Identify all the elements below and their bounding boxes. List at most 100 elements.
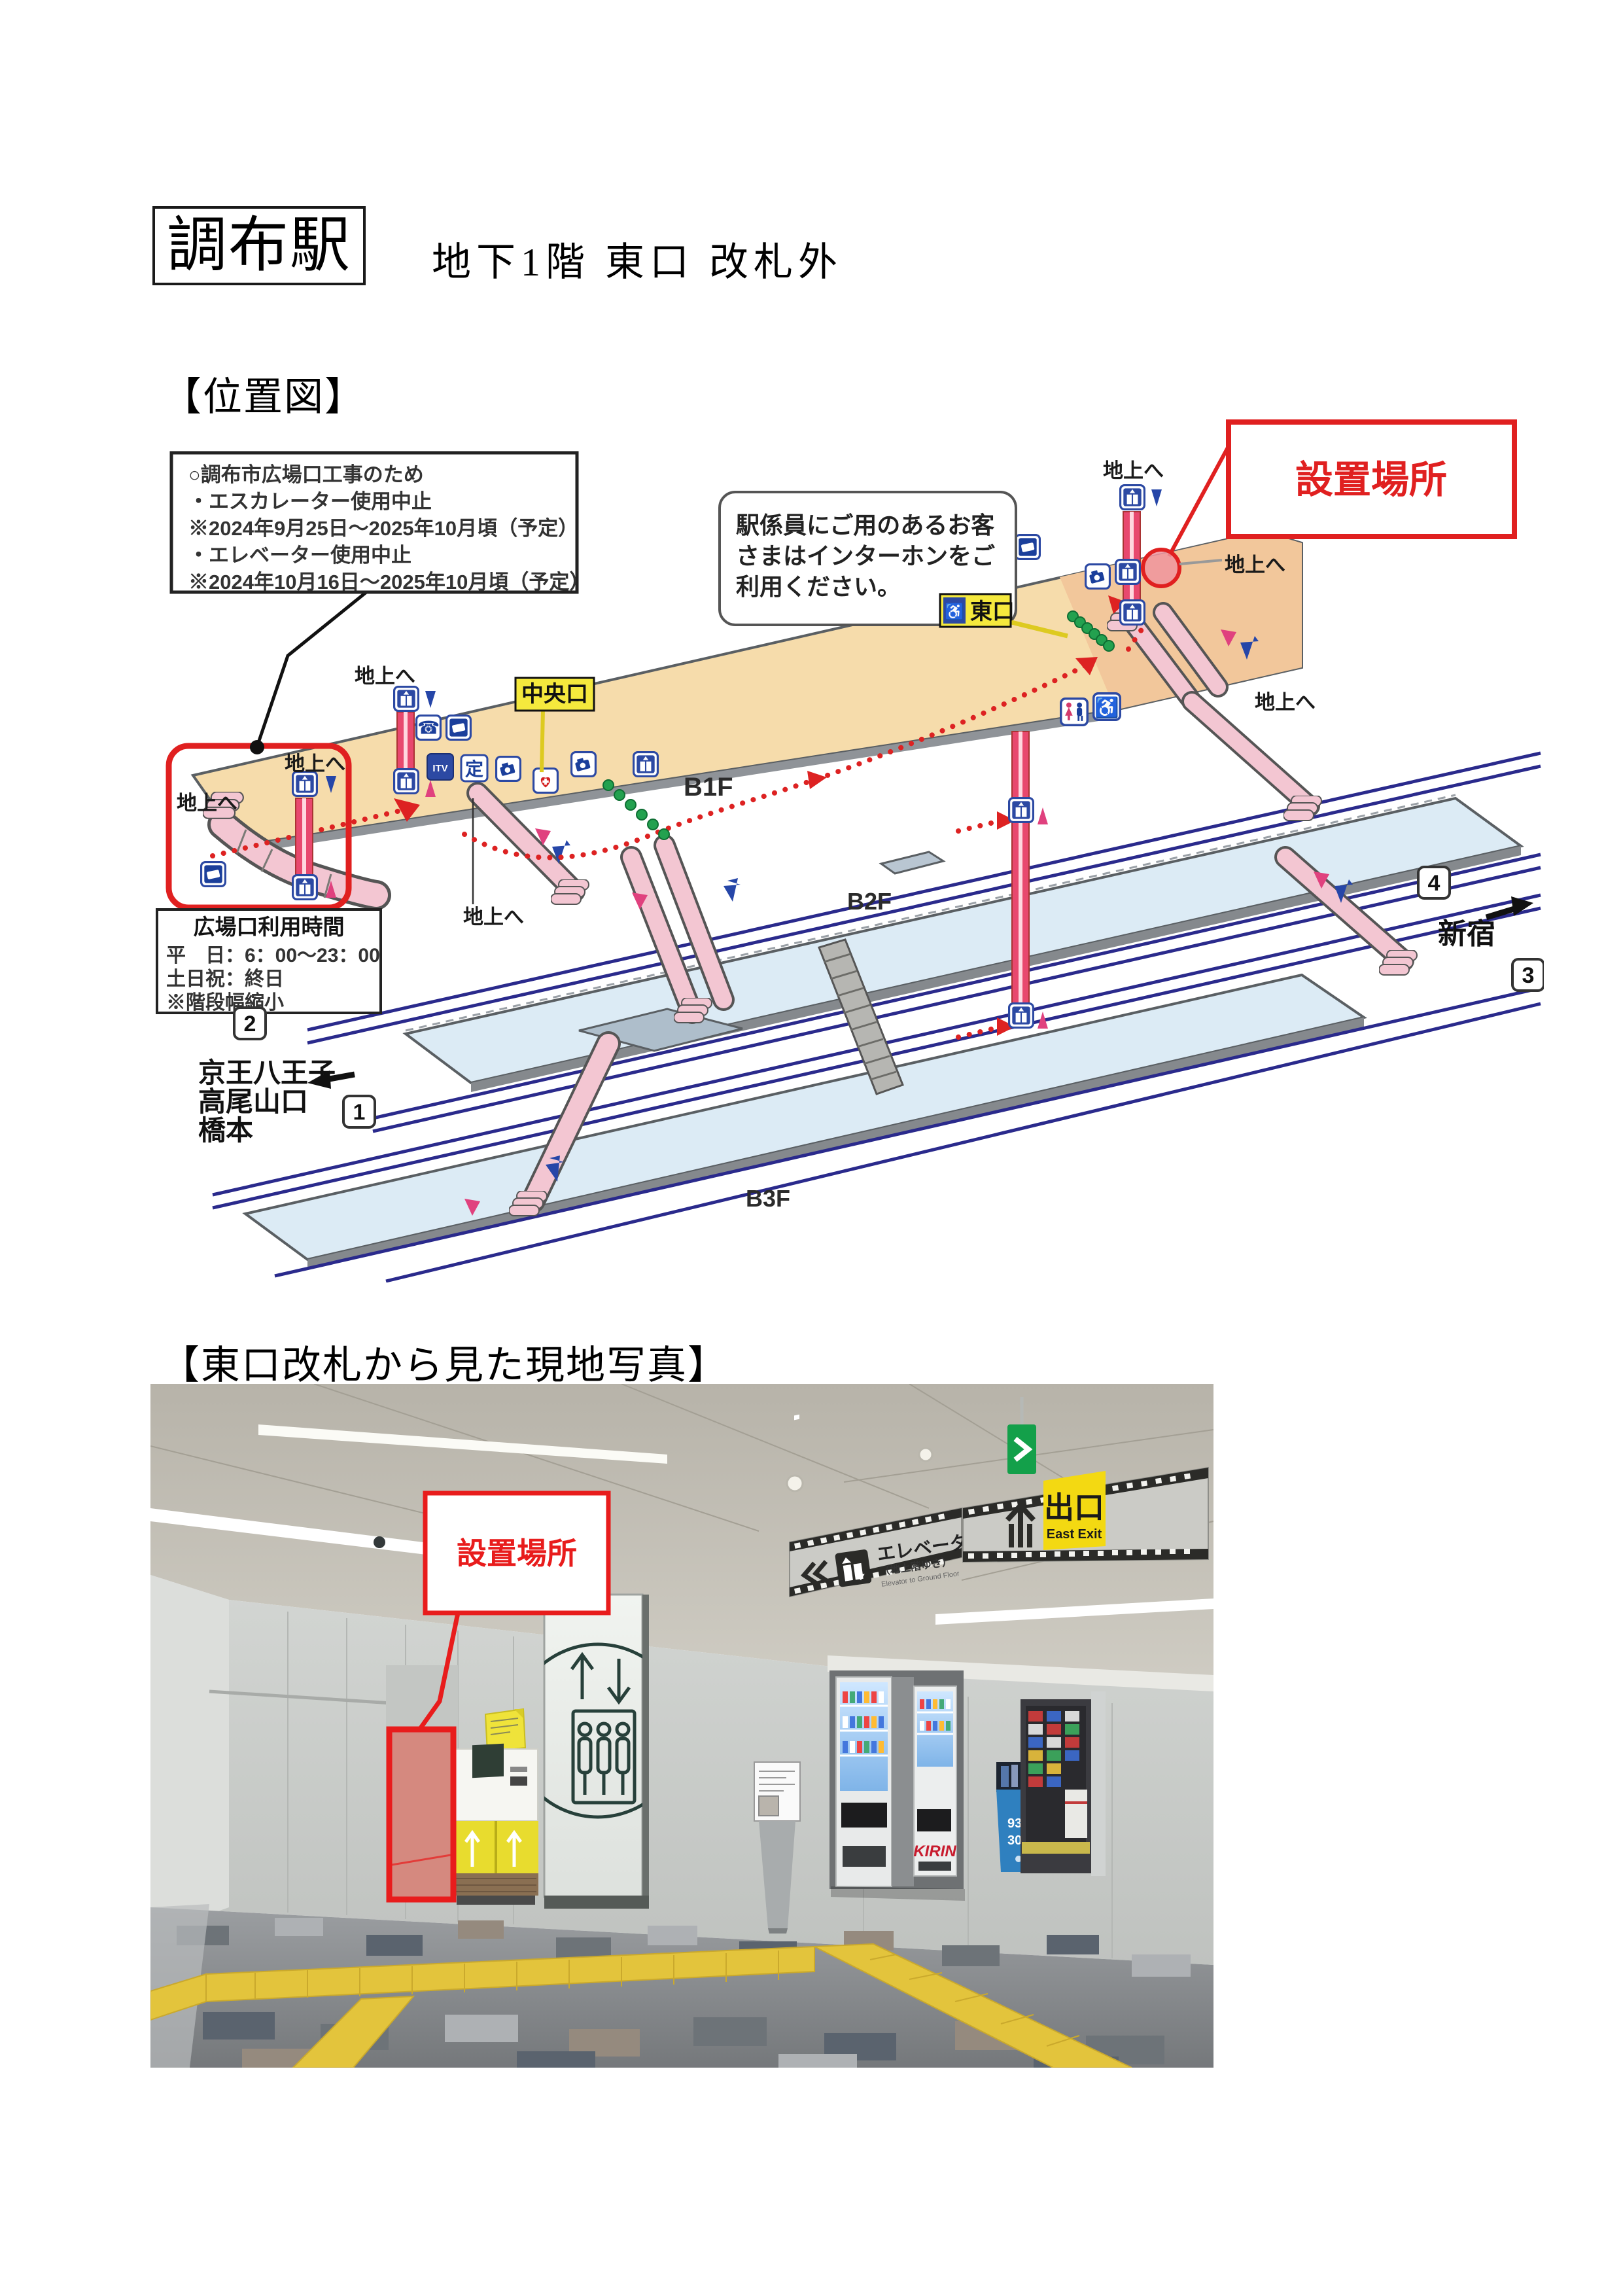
destination-right: 新宿 bbox=[1438, 896, 1533, 950]
arrow-down-icon bbox=[546, 1156, 564, 1182]
elevator-shaft-center bbox=[1008, 731, 1048, 1029]
east-gate-tag: ♿ 東口 bbox=[939, 593, 1068, 639]
vending-machines: KIRIN bbox=[829, 1670, 964, 1889]
film-strip-dots bbox=[794, 1513, 945, 1594]
svg-text:定: 定 bbox=[465, 758, 483, 779]
facility-icons: ITV 定 bbox=[200, 534, 1141, 887]
arrow-up-icon bbox=[1038, 1012, 1048, 1029]
platform-badges: 2 1 4 3 bbox=[233, 866, 1544, 1129]
stairs-b2f-to-b3f bbox=[818, 938, 904, 1095]
section-photo-title: 【東口改札から見た現地写真】 bbox=[160, 1344, 728, 1387]
elevator-icon bbox=[393, 686, 419, 712]
to-ground-label: 地上へ bbox=[1225, 554, 1285, 576]
svg-text:ITV: ITV bbox=[432, 763, 447, 774]
elevator-icon bbox=[633, 751, 659, 777]
floor bbox=[150, 1886, 1213, 2068]
svg-text:East Exit: East Exit bbox=[1047, 1527, 1102, 1542]
svg-text:設置場所: 設置場所 bbox=[457, 1536, 577, 1570]
svg-text:平 日：6：00～23：00: 平 日：6：00～23：00 bbox=[166, 945, 380, 966]
commuter-pass-icon: 定 bbox=[460, 754, 489, 783]
arrow-down-icon bbox=[326, 776, 336, 793]
to-ground-label: 地上へ bbox=[177, 792, 237, 815]
arrow-up-icon bbox=[464, 1199, 480, 1216]
elevator-icon bbox=[1119, 484, 1145, 510]
elevator-glass bbox=[543, 1593, 649, 1909]
install-spot-marker bbox=[1141, 548, 1181, 588]
svg-text:※2024年9月25日～2025年10月頃（予定）: ※2024年9月25日～2025年10月頃（予定） bbox=[188, 517, 578, 540]
arrow-down-icon bbox=[1240, 636, 1259, 660]
charge-machine-icon bbox=[1015, 534, 1041, 560]
kiosk-screen bbox=[472, 1743, 504, 1778]
svg-text:利用ください。: 利用ください。 bbox=[736, 573, 901, 600]
downlight bbox=[918, 1447, 934, 1462]
toilet-icon bbox=[1060, 698, 1089, 726]
arrow-up-icon bbox=[1221, 629, 1236, 646]
svg-text:※2024年10月16日～2025年10月頃（予定）: ※2024年10月16日～2025年10月頃（予定） bbox=[188, 571, 589, 593]
svg-text:1: 1 bbox=[353, 1100, 366, 1125]
arrow-up-icon bbox=[425, 780, 436, 797]
svg-text:設置場所: 設置場所 bbox=[1295, 459, 1447, 501]
arrow-down-icon bbox=[724, 878, 741, 902]
elevator-icon bbox=[1008, 797, 1034, 823]
svg-text:橋本: 橋本 bbox=[198, 1115, 253, 1146]
east-ticket-gates bbox=[1067, 610, 1115, 652]
platform-badge-2: 2 bbox=[233, 1006, 267, 1040]
platform-badge-1: 1 bbox=[342, 1095, 376, 1129]
install-label-box bbox=[1226, 419, 1517, 539]
elevator-pictogram bbox=[544, 1642, 642, 1819]
svg-text:土日祝：終日: 土日祝：終日 bbox=[166, 968, 284, 990]
parcel-kiosk bbox=[453, 1708, 538, 1905]
phone-icon bbox=[415, 715, 442, 741]
svg-text:出口: 出口 bbox=[1044, 1491, 1104, 1525]
emergency-exit-sign-hanging bbox=[1007, 1397, 1036, 1474]
arrow-up-icon bbox=[326, 881, 336, 898]
elevator-icon bbox=[292, 874, 318, 900]
arrow-up-icon bbox=[535, 828, 551, 845]
to-ground-label: 地上へ bbox=[355, 665, 415, 688]
charge-machine-icon bbox=[445, 715, 472, 741]
arrow-left-icon bbox=[800, 1560, 830, 1586]
install-label-box bbox=[423, 1491, 611, 1616]
section-map-title: 【位置図】 bbox=[162, 376, 365, 419]
svg-text:○調布市広場口工事のため: ○調布市広場口工事のため bbox=[188, 463, 424, 486]
vending-machine-left bbox=[835, 1676, 892, 1887]
wheelchair-icon bbox=[943, 597, 966, 624]
camera-icon bbox=[570, 751, 597, 777]
to-ground-label: 地上へ bbox=[463, 906, 524, 928]
arrow-left-icon bbox=[307, 1070, 331, 1089]
plaza-hours-box: 広場口利用時間 平 日：6：00～23：00 土日祝：終日 ※階段幅縮小 bbox=[156, 908, 382, 1014]
vending-machine-kirin: KIRIN bbox=[913, 1686, 957, 1877]
destination-left: 京王八王子 高尾山口 橋本 bbox=[198, 1057, 355, 1146]
elevator-shaft-left bbox=[393, 686, 436, 797]
b2f-hole-2 bbox=[879, 851, 946, 875]
tactile-paving bbox=[150, 1943, 1132, 2068]
downlight bbox=[786, 1474, 804, 1492]
elevator-icon bbox=[1008, 1002, 1034, 1029]
elevator-icon bbox=[292, 771, 318, 797]
kirin-logo: KIRIN bbox=[913, 1843, 956, 1860]
svg-text:東口: 東口 bbox=[970, 599, 1015, 624]
escalator-right-lower bbox=[1274, 846, 1418, 976]
svg-text:※階段幅縮小: ※階段幅縮小 bbox=[166, 991, 284, 1014]
platform-badge-4: 4 bbox=[1417, 866, 1451, 900]
install-area-highlight bbox=[386, 1726, 457, 1903]
arrow-down-icon bbox=[1335, 879, 1353, 903]
light-strip bbox=[150, 1508, 507, 1564]
to-ground-label: 地上へ bbox=[285, 752, 345, 775]
svg-text:・エスカレーター使用中止: ・エスカレーター使用中止 bbox=[188, 490, 432, 513]
route-arrowheads bbox=[394, 595, 1126, 1036]
escalator-central-to-ground bbox=[466, 782, 589, 905]
b1f-label: B1F bbox=[684, 773, 733, 802]
svg-text:2: 2 bbox=[244, 1012, 256, 1036]
svg-text:新宿: 新宿 bbox=[1438, 918, 1495, 950]
install-annotation: 設置場所 bbox=[1141, 419, 1517, 588]
svg-text:中央口: 中央口 bbox=[521, 682, 588, 707]
security-camera bbox=[374, 1536, 385, 1548]
exit-sign-yellow bbox=[1043, 1471, 1106, 1550]
elevator-shaft-plaza bbox=[292, 771, 336, 900]
light-strip bbox=[258, 1424, 667, 1464]
location-map: ☎ bbox=[156, 419, 1544, 1282]
arrow-right-icon bbox=[1511, 896, 1533, 916]
itv-icon: ITV bbox=[427, 753, 454, 781]
